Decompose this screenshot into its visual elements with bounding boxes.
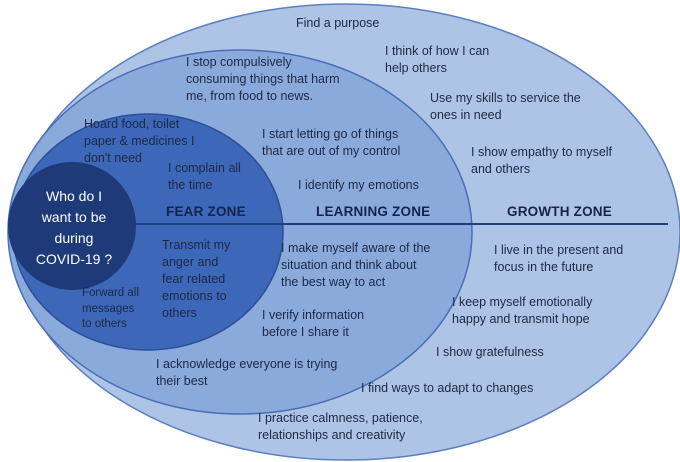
learning-letgo-text: I start letting go of things that are ou… (262, 127, 401, 158)
learning-identify-text: I identify my emotions (298, 178, 419, 192)
learning-verify-text: I verify information before I share it (262, 308, 365, 339)
growth-empathy-text: I show empathy to myself and others (471, 145, 613, 176)
learning-stop-text: I stop compulsively consuming things tha… (186, 55, 340, 103)
growth-zone-label: GROWTH ZONE (507, 204, 612, 219)
learning-acknowledge-text: I acknowledge everyone is trying their b… (156, 357, 338, 388)
core-question: Who do I want to be during COVID-19 ? (35, 188, 113, 267)
growth-grateful-text: I show gratefulness (436, 345, 544, 359)
growth-present-text: I live in the present and focus in the f… (494, 243, 624, 274)
growth-calm-text: I practice calmness, patience, relations… (258, 411, 423, 442)
fear-transmit-text: Transmit my anger and fear related emoti… (162, 238, 231, 320)
fear-hoard-text: Hoard food, toilet paper & medicines I d… (84, 117, 195, 165)
growth-happy-text: I keep myself emotionally happy and tran… (452, 295, 593, 326)
growth-purpose-text: Find a purpose (296, 16, 380, 30)
core-ellipse (8, 162, 136, 290)
fear-zone-label: FEAR ZONE (166, 204, 246, 219)
growth-help-text: I think of how I can help others (385, 44, 490, 75)
fear-forward-text: Forward all messages to others (82, 287, 139, 330)
fear-complain-text: I complain all the time (168, 161, 241, 192)
learning-zone-label: LEARNING ZONE (316, 204, 431, 219)
growth-skills-text: Use my skills to service the ones in nee… (430, 91, 581, 122)
learning-aware-text: I make myself aware of the situation and… (281, 241, 431, 289)
growth-adapt-text: I find ways to adapt to changes (361, 381, 534, 395)
